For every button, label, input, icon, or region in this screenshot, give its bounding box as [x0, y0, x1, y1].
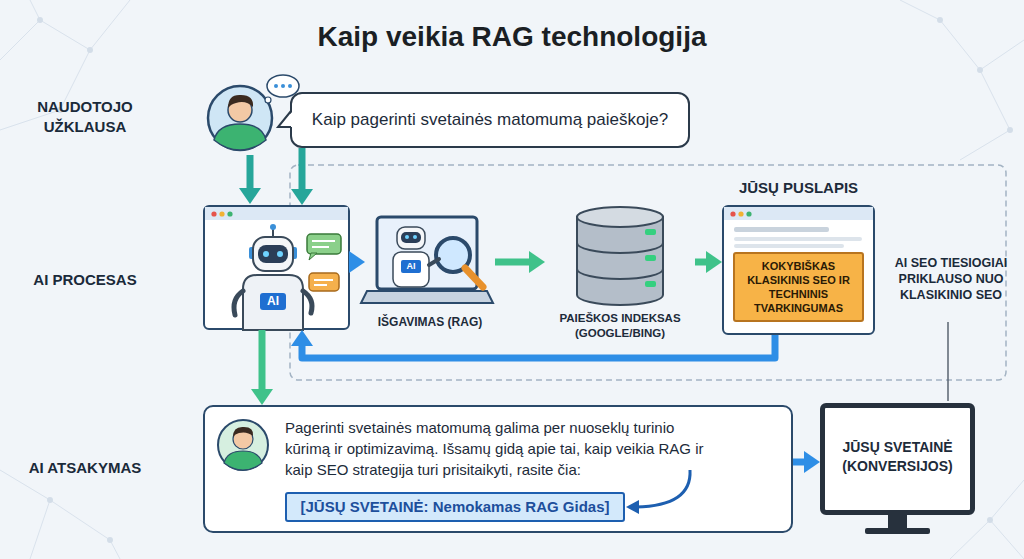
step-label: PAIEŠKOS INDEKSAS (GOOGLE/BING)	[545, 311, 695, 341]
website-monitor: JŪSŲ SVETAINĖ (KONVERSIJOS)	[820, 403, 975, 515]
query-text: Kaip pagerinti svetainės matomumą paiešk…	[292, 94, 688, 146]
arrow-line	[495, 259, 533, 266]
monitor-text: JŪSŲ SVETAINĖ (KONVERSIJOS)	[825, 438, 970, 476]
flow-arrow	[349, 251, 365, 273]
flow-arrow	[695, 251, 722, 273]
speech-bubble: Kaip pagerinti svetainės matomumą paiešk…	[290, 92, 690, 148]
seo-highlight-text: KOKYBIŠKAS KLASIKINIS SEO IR TECHNINIS T…	[735, 254, 862, 320]
avatar-arrow	[239, 155, 261, 204]
user-avatar	[208, 86, 272, 150]
arrow-line	[695, 259, 710, 266]
flow-arrow	[291, 148, 313, 205]
row-label: AI ATSAKYMAS	[15, 458, 155, 478]
ai-window: AI	[203, 205, 350, 330]
arrow-line	[350, 259, 353, 266]
flow-arrow	[495, 251, 545, 273]
row-label: AI PROCESAS	[15, 270, 155, 290]
arrow-head	[291, 330, 313, 346]
network-dots	[37, 17, 1013, 543]
answer-text: Pagerinti svetainės matomumą galima per …	[285, 417, 710, 480]
flow-arrow	[251, 330, 273, 405]
link-pointer-arrow	[626, 470, 690, 514]
arrow-head	[291, 189, 313, 205]
arrow-line	[302, 335, 775, 358]
note-label: AI SEO TIESIOGIAI PRIKLAUSO NUO KLASIKIN…	[884, 255, 1018, 303]
arrow-head	[706, 251, 722, 273]
arrow-head	[251, 389, 273, 405]
arrow-line	[259, 330, 266, 393]
search-index-database: PAIEŠKOS INDEKSAS (GOOGLE/BING)	[545, 205, 695, 350]
page-heading: JŪSŲ PUSLAPIS	[712, 179, 885, 197]
robot-badge: AI	[401, 260, 421, 273]
link-box: [JŪSŲ SVETAINĖ: Nemokamas RAG Gidas]	[285, 492, 625, 522]
ai-answer-box: Pagerinti svetainės matomumą galima per …	[203, 405, 793, 533]
arrow-line	[299, 148, 306, 193]
arrow-head	[804, 451, 820, 473]
arrow-line	[793, 459, 808, 466]
your-page-window: JŪSŲ PUSLAPISKOKYBIŠKAS KLASIKINIS SEO I…	[722, 205, 875, 335]
flow-arrow	[291, 330, 775, 358]
step-label: IŠGAVIMAS (RAG)	[350, 315, 510, 330]
arrow-head	[349, 251, 365, 273]
robot-badge: AI	[260, 293, 286, 310]
row-label: NAUDOTOJO UŽKLAUSA	[15, 97, 155, 137]
arrow-head	[529, 251, 545, 273]
leader-line	[947, 322, 949, 401]
retrieval-laptop: AIIŠGAVIMAS (RAG)	[365, 215, 495, 345]
diagram-title: Kaip veikia RAG technologija	[0, 20, 1024, 54]
flow-arrow	[793, 451, 820, 473]
seo-highlight-box: KOKYBIŠKAS KLASIKINIS SEO IR TECHNINIS T…	[733, 252, 864, 322]
link-text: [JŪSŲ SVETAINĖ: Nemokamas RAG Gidas]	[287, 494, 623, 520]
